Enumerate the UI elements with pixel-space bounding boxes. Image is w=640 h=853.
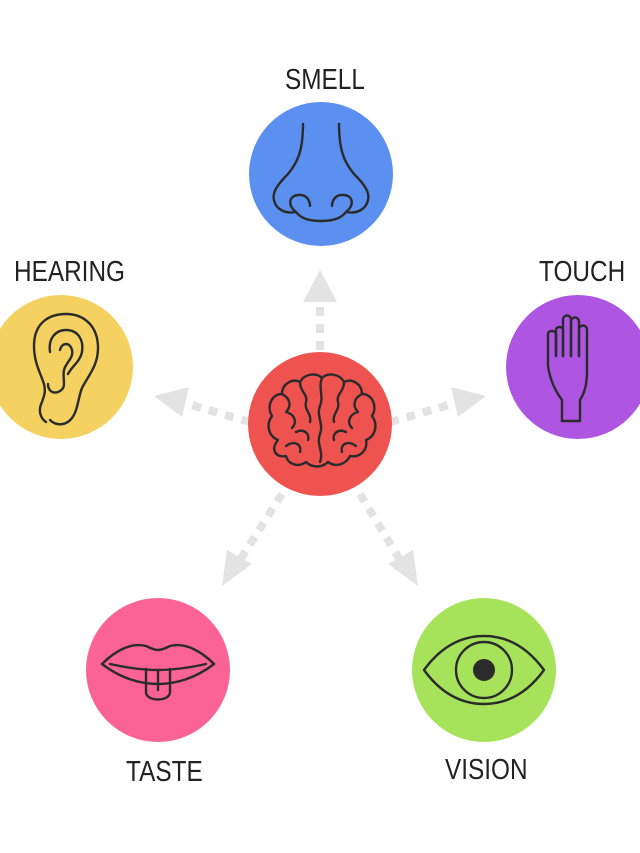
hearing-circle (0, 295, 133, 439)
touch-circle (506, 295, 640, 439)
mouth-icon (100, 643, 216, 701)
arrows (186, 300, 454, 563)
arrow-to-touch (388, 400, 454, 426)
label-smell: SMELL (285, 64, 365, 96)
arrow-to-taste (236, 491, 286, 563)
arrowhead-smell (303, 270, 337, 302)
ear-icon (32, 312, 100, 426)
pupil (473, 659, 495, 681)
smell-circle (249, 102, 393, 246)
arrow-to-vision (356, 491, 404, 563)
arrowhead-vision (388, 550, 418, 586)
brain-icon (267, 373, 377, 468)
nose-icon (272, 122, 370, 223)
eye-icon (422, 634, 546, 706)
arrowhead-hearing (154, 387, 189, 417)
label-touch: TOUCH (539, 256, 626, 288)
arrowhead-taste (222, 550, 252, 586)
label-taste: TASTE (126, 756, 203, 788)
label-hearing: HEARING (14, 256, 125, 288)
arrowhead-touch (451, 387, 486, 417)
hand-icon (546, 314, 589, 423)
label-vision: VISION (445, 754, 528, 786)
arrow-to-hearing (186, 400, 252, 426)
